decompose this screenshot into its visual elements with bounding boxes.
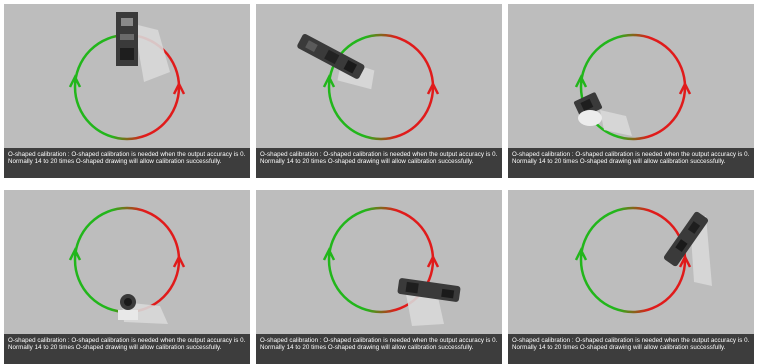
calibration-panel-4: O-shaped calibration : O-shaped calibrat… <box>4 190 250 364</box>
o-shape-loop <box>329 35 433 139</box>
calibration-panel-5: O-shaped calibration : O-shaped calibrat… <box>256 190 502 364</box>
calibration-panel-2: O-shaped calibration : O-shaped calibrat… <box>256 4 502 178</box>
calibration-caption: O-shaped calibration : O-shaped calibrat… <box>256 148 502 178</box>
phone-device-icon <box>116 12 170 82</box>
calibration-panel-6: O-shaped calibration : O-shaped calibrat… <box>508 190 754 364</box>
calibration-scene-6 <box>508 190 754 334</box>
calibration-caption: O-shaped calibration : O-shaped calibrat… <box>508 334 754 364</box>
calibration-caption: O-shaped calibration : O-shaped calibrat… <box>4 148 250 178</box>
calibration-caption: O-shaped calibration : O-shaped calibrat… <box>508 148 754 178</box>
calibration-panel-3: O-shaped calibration : O-shaped calibrat… <box>508 4 754 178</box>
calibration-scene-3 <box>508 4 754 148</box>
phone-device-icon <box>397 278 461 326</box>
calibration-scene-2 <box>256 4 502 148</box>
calibration-panel-1: O-shaped calibration : O-shaped calibrat… <box>4 4 250 178</box>
calibration-scene-4 <box>4 190 250 334</box>
phone-device-icon <box>292 33 380 96</box>
calibration-scene-1 <box>4 4 250 148</box>
calibration-caption: O-shaped calibration : O-shaped calibrat… <box>4 334 250 364</box>
calibration-scene-5 <box>256 190 502 334</box>
calibration-caption: O-shaped calibration : O-shaped calibrat… <box>256 334 502 364</box>
